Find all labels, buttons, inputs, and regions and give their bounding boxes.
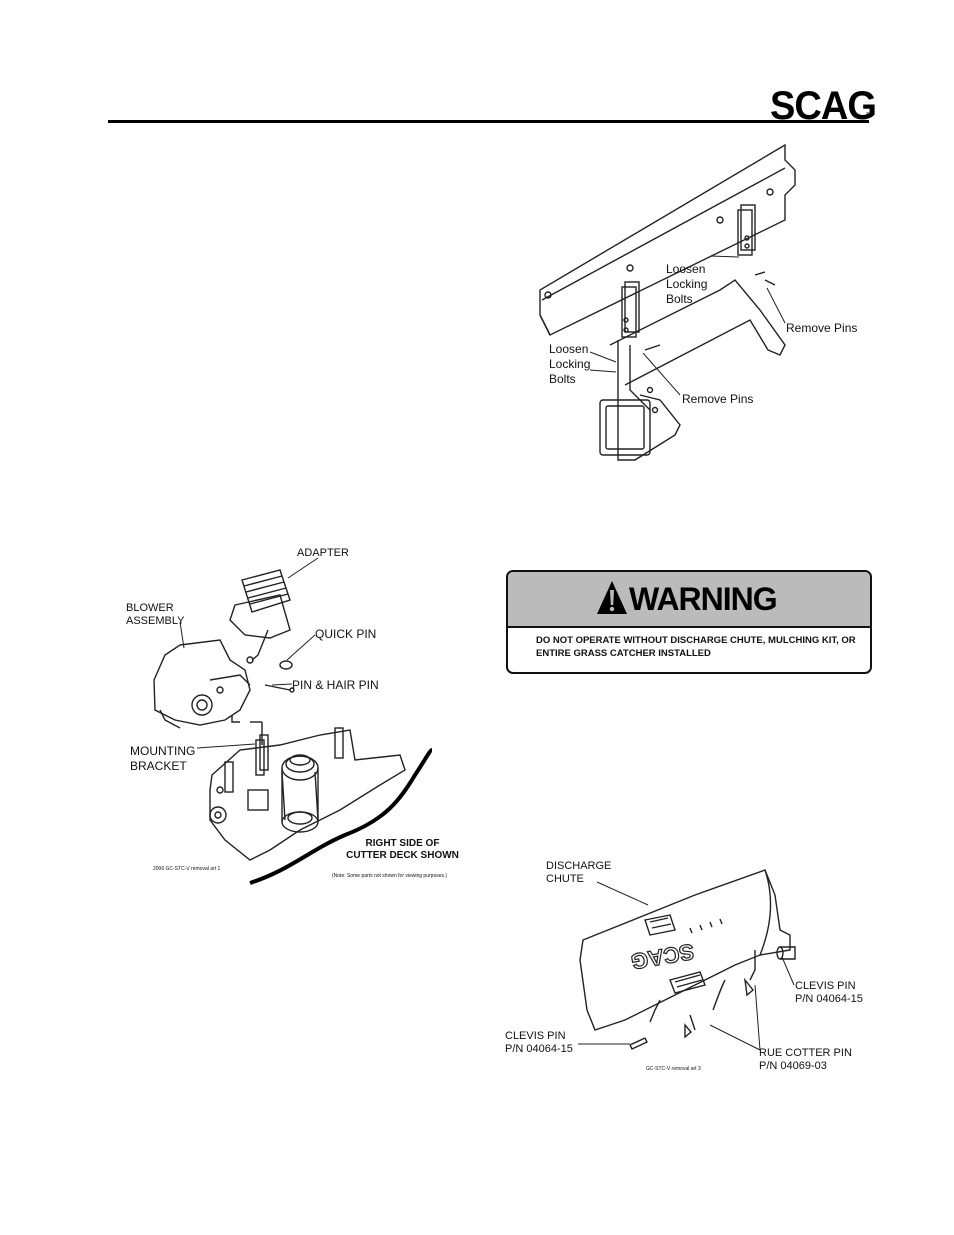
exclamation-triangle-icon bbox=[597, 581, 627, 614]
registered-mark: ® bbox=[866, 112, 870, 118]
label-remove-pins-lower: Remove Pins bbox=[682, 392, 754, 406]
label-discharge-chute: DISCHARGE CHUTE bbox=[546, 860, 612, 885]
label-rue-cotter-pin: RUE COTTER PIN P/N 04069-03 bbox=[759, 1047, 852, 1072]
label-clevis-pin-right: CLEVIS PIN P/N 04064-15 bbox=[795, 980, 863, 1005]
label-viewing-note: (Note: Some parts not shown for viewing … bbox=[332, 873, 448, 879]
label-clevis-pin-left: CLEVIS PIN P/N 04064-15 bbox=[505, 1030, 573, 1055]
label-mounting-bracket: MOUNTING BRACKET bbox=[130, 744, 196, 773]
label-loosen-locking-bolts-upper: Loosen Locking Bolts bbox=[666, 262, 708, 306]
art-code-chute: GC-STC-V removal art 3 bbox=[646, 1066, 701, 1072]
warning-title: WARNING bbox=[629, 581, 778, 617]
label-blower-assembly: BLOWER ASSEMBLY bbox=[126, 602, 185, 627]
label-adapter: ADAPTER bbox=[297, 547, 349, 559]
label-pin-hair-pin: PIN & HAIR PIN bbox=[292, 678, 379, 692]
header-rule bbox=[108, 120, 869, 123]
warning-box: WARNING DO NOT OPERATE WITHOUT DISCHARGE… bbox=[506, 570, 872, 674]
label-quick-pin: QUICK PIN bbox=[315, 627, 377, 641]
warning-text: DO NOT OPERATE WITHOUT DISCHARGE CHUTE, … bbox=[536, 635, 856, 659]
discharge-chute-illustration: SCAG bbox=[579, 869, 796, 1050]
blower-assembly-illustration bbox=[153, 557, 433, 885]
warning-header: WARNING bbox=[508, 572, 870, 628]
scag-logo: SCAG bbox=[770, 84, 877, 128]
label-remove-pins-right: Remove Pins bbox=[786, 321, 858, 335]
label-loosen-locking-bolts-lower: Loosen Locking Bolts bbox=[549, 342, 591, 386]
art-code-blower: 2006 GC-STC-V removal art 1 bbox=[153, 866, 221, 872]
label-right-side-cutter-deck: RIGHT SIDE OF CUTTER DECK SHOWN bbox=[346, 838, 459, 861]
frame-bracket-illustration bbox=[539, 143, 796, 461]
